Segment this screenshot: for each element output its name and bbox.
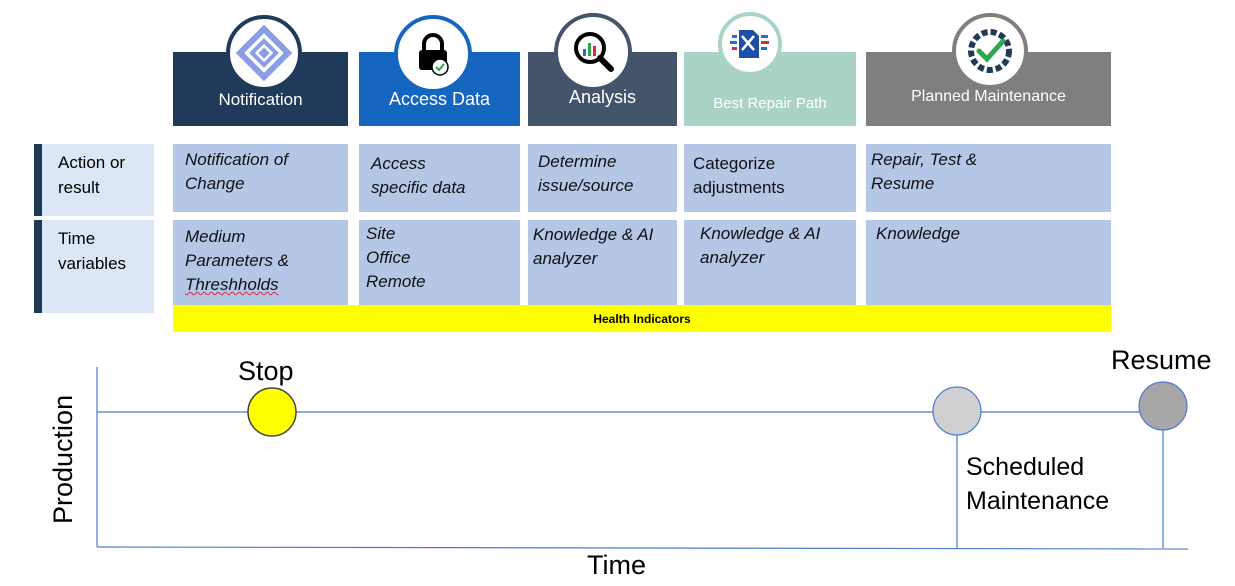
- repair-path-icon: [718, 12, 782, 76]
- scheduled-label-line2: Maintenance: [966, 487, 1109, 515]
- resume-label: Resume: [1111, 345, 1212, 375]
- scheduled-label-line1: Scheduled: [966, 453, 1084, 481]
- stage-analysis-label: Analysis: [568, 87, 637, 107]
- cell-line: Resume: [871, 174, 935, 193]
- time-cell-planned-maintenance: Knowledge: [866, 220, 1111, 306]
- stage-analysis: Analysis: [528, 52, 677, 126]
- cell-line: analyzer: [533, 249, 598, 268]
- time-row-label-line1: Time: [58, 229, 96, 248]
- time-cell-analysis: Knowledge & AI analyzer: [528, 220, 677, 306]
- x-axis: [96, 546, 1189, 550]
- action-cell-analysis: Determine issue/source: [528, 144, 677, 212]
- action-cell-planned-maintenance: Repair, Test & Resume: [866, 144, 1111, 212]
- time-cell-best-repair-path: Knowledge & AI analyzer: [684, 220, 856, 306]
- stop-label: Stop: [238, 356, 294, 386]
- time-row-label-line2: variables: [58, 254, 127, 273]
- action-cell-access-data: Access specific data: [359, 144, 520, 212]
- cell-line: adjustments: [693, 178, 785, 197]
- cell-line: Repair, Test &: [871, 150, 978, 169]
- health-indicators-bar: Health Indicators: [173, 305, 1111, 332]
- check-gauge-icon: [952, 13, 1028, 89]
- cell-line: issue/source: [538, 176, 634, 195]
- stage-planned-maintenance-label: Planned Maintenance: [911, 88, 1066, 105]
- misspelled-word: Threshholds: [185, 275, 279, 294]
- action-cell-notification: Notification of Change: [173, 144, 348, 212]
- cell-line: Knowledge & AI: [533, 225, 654, 244]
- action-cell-best-repair-path: Categorize adjustments: [684, 144, 856, 212]
- cell-line: Knowledge & AI: [700, 224, 821, 243]
- cell-line: Knowledge: [876, 224, 961, 243]
- time-row-label: Time variables: [42, 220, 154, 313]
- stage-best-repair-path-label: Best Repair Path: [713, 95, 827, 112]
- time-cell-notification: Medium Parameters & Threshholds: [173, 220, 348, 306]
- cell-line: Remote: [366, 272, 426, 291]
- stop-marker: [247, 387, 297, 437]
- action-row-label-line1: Action or: [58, 153, 126, 172]
- stage-access-data-label: Access Data: [388, 89, 491, 109]
- cell-line: Categorize: [693, 154, 776, 173]
- scheduled-maintenance-marker: [932, 386, 982, 436]
- cell-line: Change: [185, 174, 245, 193]
- stage-planned-maintenance: Planned Maintenance: [866, 52, 1111, 126]
- cell-line: Threshholds: [185, 273, 340, 297]
- padlock-check-icon: [394, 15, 472, 93]
- diamond-notification-icon: [226, 15, 302, 91]
- resume-marker: [1138, 381, 1188, 431]
- cell-line: analyzer: [700, 248, 765, 267]
- magnifier-chart-icon: [554, 13, 632, 91]
- cell-line: Medium: [185, 227, 246, 246]
- cell-line: Office: [366, 248, 411, 267]
- cell-line: Site: [366, 224, 396, 243]
- time-row-marker: [34, 220, 42, 313]
- cell-line: specific data: [371, 178, 466, 197]
- production-timeline: Stop Resume Scheduled Maintenance Time P…: [48, 345, 1212, 580]
- stage-best-repair-path: Best Repair Path: [684, 52, 856, 126]
- cell-line: Determine: [538, 152, 617, 171]
- x-axis-label: Time: [587, 550, 646, 580]
- action-row-label: Action or result: [42, 144, 154, 216]
- action-row-label-line2: result: [58, 178, 100, 197]
- cell-line: Access: [371, 154, 426, 173]
- time-cell-access-data: Site Office Remote: [359, 220, 520, 306]
- action-row-marker: [34, 144, 42, 216]
- stage-notification-label: Notification: [218, 90, 303, 109]
- cell-line: Notification of: [185, 150, 288, 169]
- y-axis-label: Production: [48, 395, 78, 524]
- health-indicators-label: Health Indicators: [593, 311, 691, 326]
- cell-line: Parameters &: [185, 251, 289, 270]
